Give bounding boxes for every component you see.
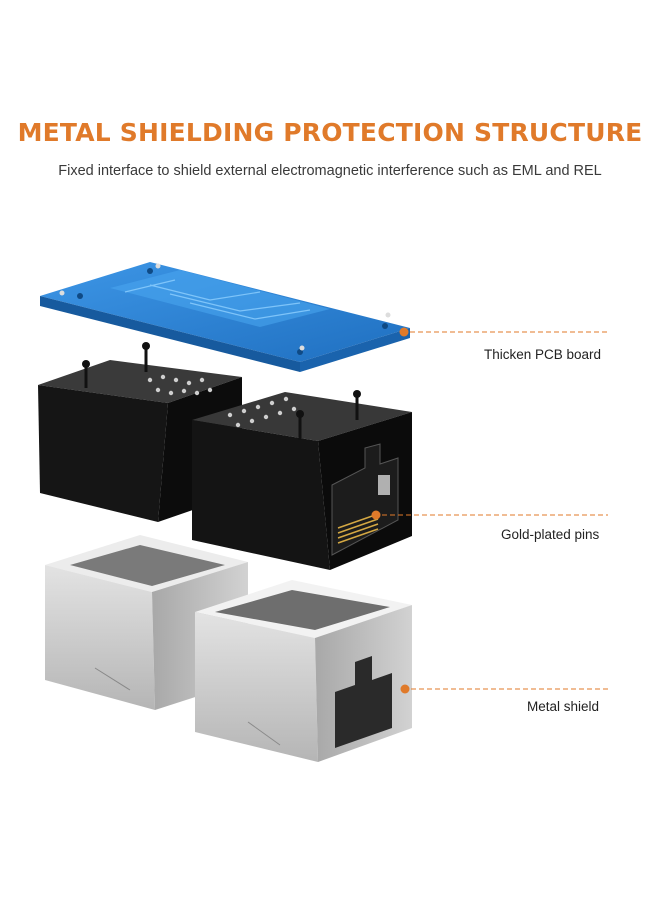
callout-label-pins: Gold-plated pins bbox=[501, 527, 600, 542]
callout-shield bbox=[400, 684, 608, 694]
callout-label-shield: Metal shield bbox=[527, 699, 600, 714]
callout-pins bbox=[371, 510, 608, 520]
rj45-jack-icon bbox=[192, 390, 412, 570]
page-subtitle: Fixed interface to shield external elect… bbox=[58, 163, 602, 179]
callout-pcb bbox=[399, 327, 608, 337]
metal-shield-icon bbox=[195, 580, 412, 762]
page-title: METAL SHIELDING PROTECTION STRUCTURE bbox=[17, 118, 643, 147]
callout-label-pcb: Thicken PCB board bbox=[484, 347, 602, 362]
pcb-board-icon bbox=[40, 262, 410, 372]
